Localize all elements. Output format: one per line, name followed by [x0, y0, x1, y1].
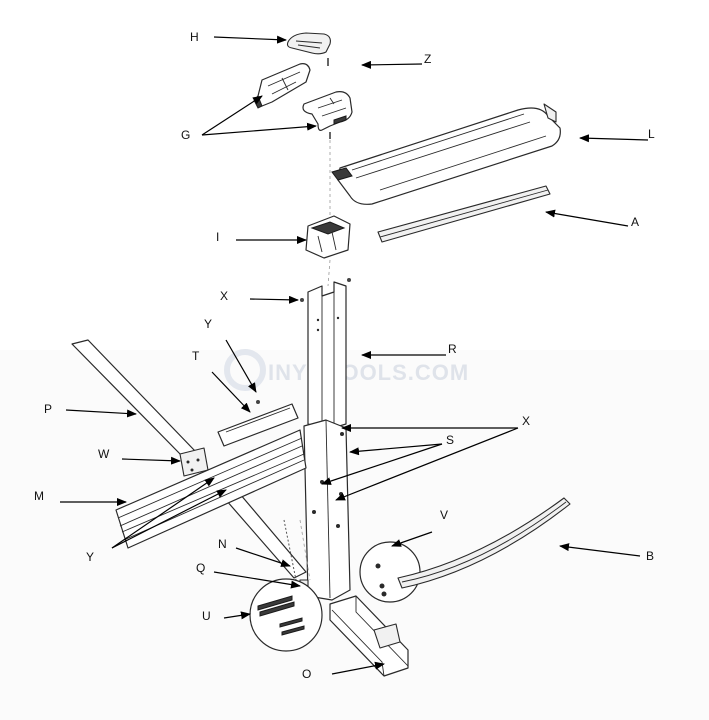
callout-y-bottom: Y	[86, 550, 94, 564]
part-track-b	[397, 497, 571, 589]
part-cap-g-upper	[253, 63, 311, 109]
watermark: INYOPOOLS.COM	[224, 349, 469, 391]
callout-i: I	[216, 230, 219, 244]
part-cap-g-lower	[302, 91, 353, 131]
watermark-text: INYOPOOLS.COM	[268, 360, 469, 385]
part-stabilizer-t	[217, 400, 299, 447]
callout-labels: H Z G L A I X Y R T P X S W M V Y N B Q …	[34, 30, 655, 681]
callout-q: Q	[196, 561, 205, 575]
leader-arrows	[60, 35, 649, 675]
callout-o: O	[302, 667, 311, 681]
callout-m: M	[34, 489, 44, 503]
callout-p: P	[44, 402, 52, 416]
part-top-cap-h	[286, 32, 331, 55]
callout-r: R	[448, 342, 457, 356]
callout-s: S	[446, 433, 454, 447]
part-screw-z	[327, 58, 331, 139]
part-detail-v	[359, 541, 421, 603]
callout-x-right: X	[522, 414, 530, 428]
callout-z: Z	[424, 52, 431, 66]
part-rail-strip-a	[377, 185, 551, 243]
callout-y-top: Y	[204, 317, 212, 331]
callout-b: B	[646, 549, 654, 563]
part-detail-u	[249, 578, 323, 652]
part-lower-post-s	[303, 419, 351, 601]
callout-w: W	[98, 447, 110, 461]
part-top-rail-l	[331, 103, 561, 205]
callout-l: L	[648, 127, 655, 141]
callout-u: U	[202, 609, 211, 623]
background-panel	[0, 350, 709, 720]
callout-a: A	[631, 215, 639, 229]
callout-t: T	[192, 349, 200, 363]
callout-n: N	[218, 537, 227, 551]
callout-h: H	[190, 30, 199, 44]
part-connector-i	[305, 215, 351, 259]
part-upright-post-r	[307, 281, 347, 431]
part-screw-x-top	[300, 278, 351, 302]
callout-g: G	[181, 128, 190, 142]
callout-x-top: X	[220, 289, 228, 303]
callout-v: V	[440, 508, 448, 522]
part-base-shoe-o	[329, 595, 409, 677]
